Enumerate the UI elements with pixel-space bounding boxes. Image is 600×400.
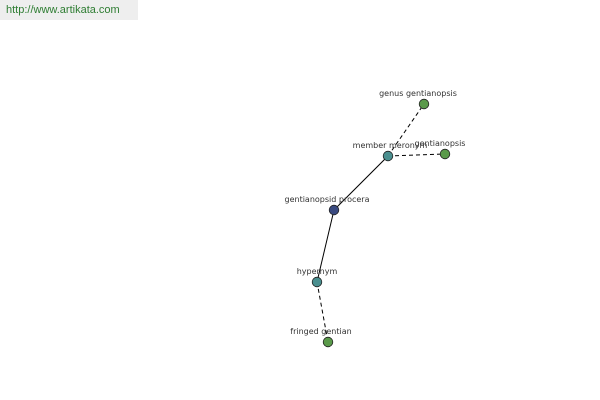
site-url-link[interactable]: http://www.artikata.com: [0, 0, 138, 20]
node-procera[interactable]: gentianopsid procera: [285, 195, 370, 216]
node-hypernym[interactable]: hypernym: [297, 267, 338, 288]
node-label-hypernym: hypernym: [297, 267, 338, 276]
node-circle-hypernym[interactable]: [311, 276, 323, 288]
node-circle-gentianopsis[interactable]: [439, 148, 451, 160]
node-label-genus: genus gentianopsis: [379, 89, 457, 98]
node-label-member: member meronym: [353, 141, 428, 150]
node-circle-fringed[interactable]: [322, 336, 334, 348]
node-circle-procera[interactable]: [328, 204, 340, 216]
node-label-procera: gentianopsid procera: [285, 195, 370, 204]
node-circle-genus[interactable]: [418, 98, 430, 110]
node-fringed[interactable]: fringed gentian: [290, 327, 352, 348]
node-member[interactable]: member meronym: [353, 141, 428, 162]
edge-member-genus: [387, 103, 425, 157]
edge-hypernym-fringed: [316, 281, 329, 343]
node-gentianopsis[interactable]: gentianopsis: [415, 139, 466, 160]
edges-layer: [316, 103, 446, 343]
node-genus[interactable]: genus gentianopsis: [379, 89, 457, 110]
node-label-fringed: fringed gentian: [290, 327, 351, 336]
edge-procera-member: [333, 155, 389, 211]
edge-procera-hypernym: [316, 209, 335, 283]
edge-member-gentianopsis: [387, 153, 446, 157]
node-circle-member[interactable]: [382, 150, 394, 162]
node-label-gentianopsis: gentianopsis: [415, 139, 466, 148]
